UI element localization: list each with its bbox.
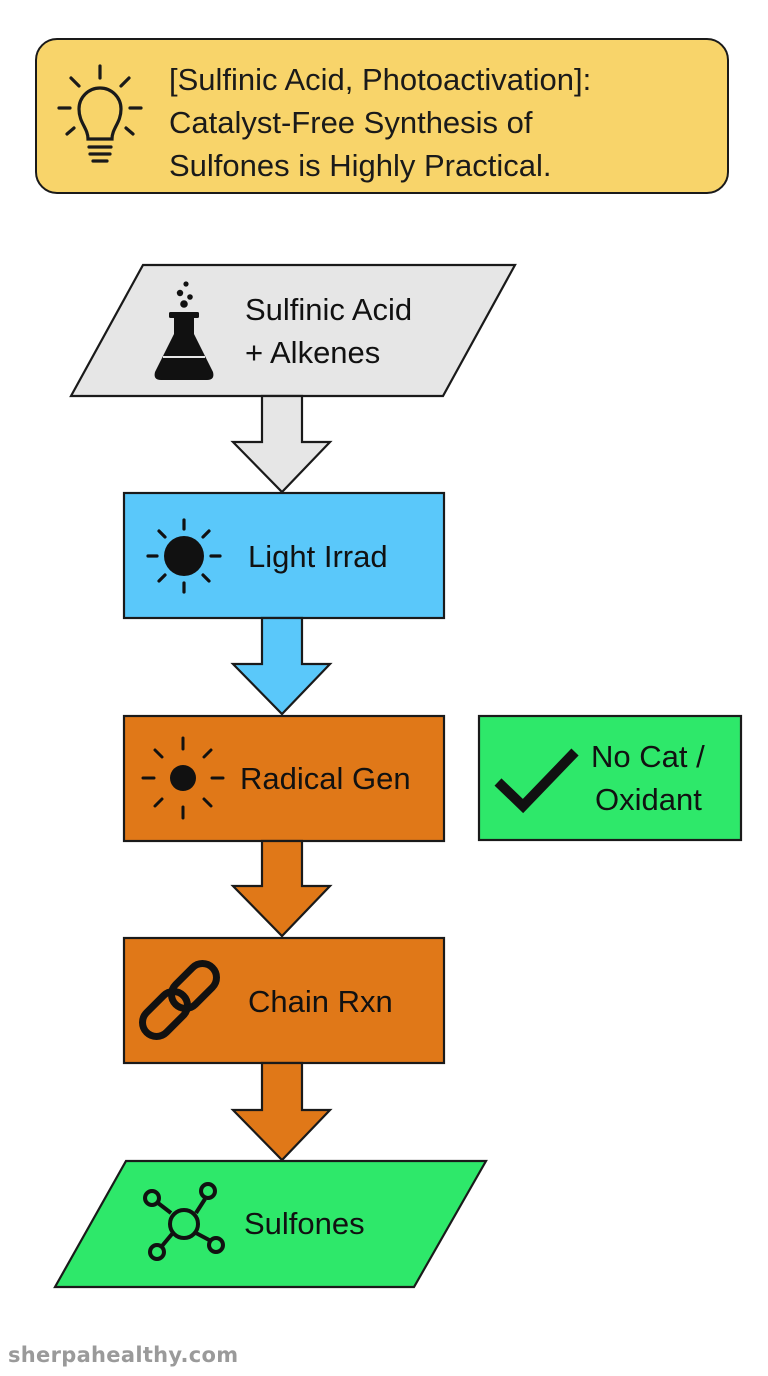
arrow-radical-to-chain <box>230 839 333 938</box>
header-title: [Sulfinic Acid, Photoactivation]: Cataly… <box>169 58 709 187</box>
flask-icon <box>154 281 214 380</box>
header-line-3: Sulfones is Highly Practical. <box>169 148 552 183</box>
header-callout: [Sulfinic Acid, Photoactivation]: Cataly… <box>35 38 729 194</box>
molecule-icon <box>143 1182 225 1261</box>
header-line-1: [Sulfinic Acid, Photoactivation]: <box>169 62 592 97</box>
watermark: sherpahealthy.com <box>8 1343 239 1367</box>
arrow-chain-to-output <box>230 1061 333 1162</box>
side-node <box>477 714 743 842</box>
output-label: Sulfones <box>244 1206 365 1241</box>
side-label-line-1: No Cat / <box>591 739 705 774</box>
arrow-input-to-light <box>230 394 333 494</box>
lightbulb-icon <box>57 64 143 163</box>
chain-link-icon <box>139 960 220 1040</box>
radical-label: Radical Gen <box>240 761 411 796</box>
chain-label: Chain Rxn <box>248 984 393 1019</box>
side-label-line-2: Oxidant <box>595 782 702 817</box>
arrow-light-to-radical <box>230 616 333 716</box>
sun-icon <box>146 518 222 594</box>
checkmark-icon <box>494 748 579 814</box>
input-label-line-1: Sulfinic Acid <box>245 292 413 327</box>
chain-node <box>122 936 446 1065</box>
header-line-2: Catalyst-Free Synthesis of <box>169 105 533 140</box>
light-label: Light Irrad <box>248 539 388 574</box>
radical-sun-icon <box>141 736 225 820</box>
input-label-line-2: + Alkenes <box>245 335 381 370</box>
